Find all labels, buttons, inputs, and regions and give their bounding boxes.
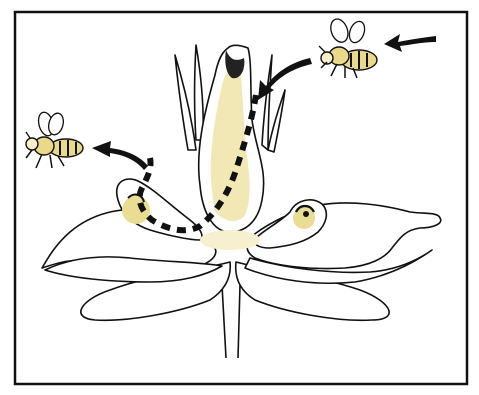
left-leaf-1 (175, 55, 196, 150)
insect-icon (26, 111, 83, 168)
stem (222, 285, 240, 358)
arrow-icon (384, 34, 436, 52)
arrow-icon (92, 141, 148, 170)
right-leaf-2 (268, 90, 285, 152)
right-pouch-dot (303, 211, 309, 217)
insect-icon (319, 17, 377, 78)
